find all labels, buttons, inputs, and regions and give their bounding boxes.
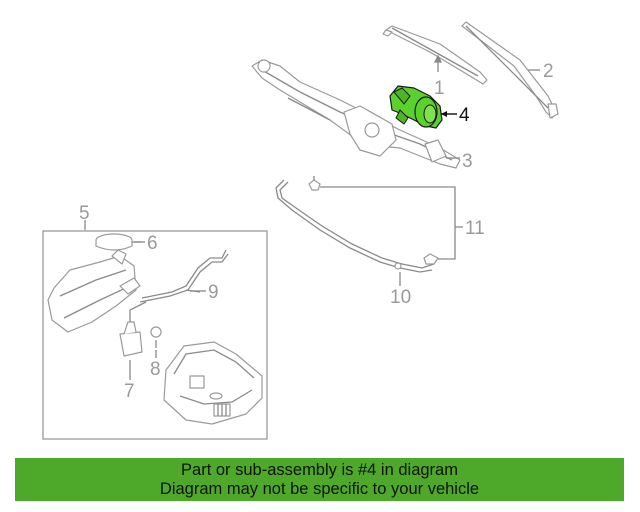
callout-7: 7 bbox=[124, 381, 135, 402]
banner-line-part-number: Part or sub-assembly is #4 in diagram bbox=[181, 461, 458, 479]
washer-nozzle-upper-part-11[interactable] bbox=[308, 176, 321, 191]
callout-6: 6 bbox=[147, 233, 158, 254]
callout-10: 10 bbox=[390, 287, 411, 308]
leader-lines bbox=[84, 54, 540, 380]
washer-assembly-box-part-5 bbox=[42, 230, 268, 440]
parts-diagram: 1 2 3 4 5 6 7 8 9 10 11 bbox=[42, 21, 559, 440]
washer-hose-part-10[interactable] bbox=[275, 179, 435, 273]
wiper-motor-part-4[interactable] bbox=[389, 85, 443, 129]
washer-nozzle-lower-part-11[interactable] bbox=[423, 253, 439, 265]
washer-pump-part-7[interactable] bbox=[119, 301, 147, 370]
callout-4: 4 bbox=[459, 105, 470, 126]
notice-banner: Part or sub-assembly is #4 in diagram Di… bbox=[15, 458, 624, 501]
wiper-arm-part-1[interactable] bbox=[382, 25, 488, 85]
callout-2: 2 bbox=[543, 61, 554, 82]
callout-1: 1 bbox=[434, 78, 445, 99]
callout-8: 8 bbox=[150, 359, 161, 380]
wiper-arm-part-2[interactable] bbox=[461, 21, 559, 119]
callout-3: 3 bbox=[462, 151, 473, 172]
grommet-part-8[interactable] bbox=[150, 326, 162, 348]
callout-5: 5 bbox=[79, 203, 90, 224]
callout-11: 11 bbox=[465, 218, 485, 239]
reservoir-cap-part-6[interactable] bbox=[95, 233, 141, 251]
wiper-linkage-part-3[interactable] bbox=[251, 59, 461, 169]
banner-line-disclaimer: Diagram may not be specific to your vehi… bbox=[159, 480, 480, 498]
callout-9: 9 bbox=[208, 282, 219, 303]
reservoir-bracket[interactable] bbox=[163, 341, 263, 425]
washer-reservoir-tank[interactable] bbox=[47, 249, 141, 333]
